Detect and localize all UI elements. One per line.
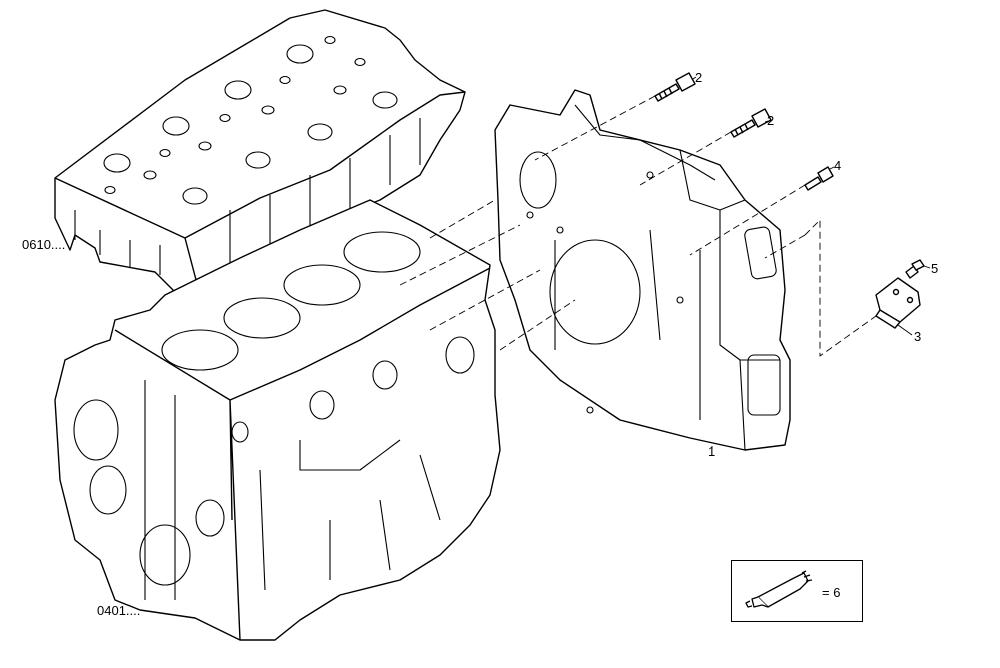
label-flywheel-housing: 1 [708,444,716,459]
sealant-tube-icon [745,570,813,608]
label-bolt-middle: 2 [767,113,775,128]
label-plate-screw: 5 [931,261,939,276]
sealant-legend-box: = 6 [731,560,863,622]
leader-lines [692,76,931,449]
label-bolt-lower: 4 [834,158,842,173]
plate-screw-part [905,259,925,279]
label-cylinder-head: 0610.... [22,237,66,252]
bolt-upper-part [654,72,696,102]
legend-text: = 6 [822,585,841,600]
cylinder-head-part [54,9,466,296]
plate-part [875,277,921,329]
label-engine-block: 0401.... [97,603,141,618]
bolt-middle-part [730,108,772,138]
engine-block-part [54,199,501,641]
label-plate: 3 [914,329,922,344]
assembly-dashed-lines [399,95,877,357]
bolt-lower-part [804,166,834,191]
label-bolt-upper: 2 [695,70,703,85]
flywheel-housing-part [494,89,791,451]
